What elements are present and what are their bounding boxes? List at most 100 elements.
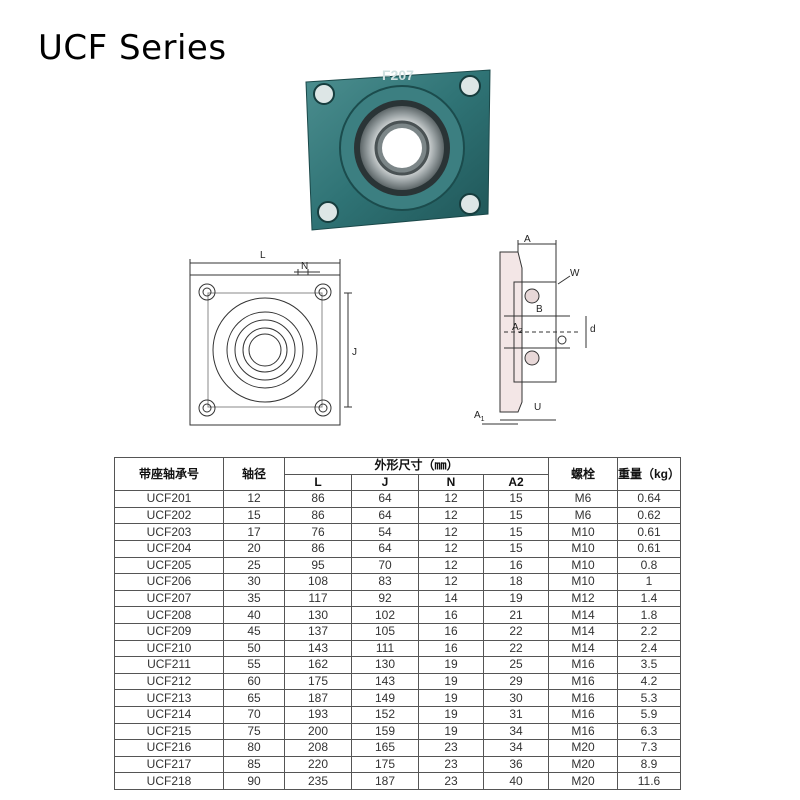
table-cell: UCF201 [114,490,224,508]
table-cell: 15 [483,490,549,508]
table-cell: 75 [223,722,285,741]
table-cell: UCF212 [114,672,224,691]
table-cell: 117 [284,589,352,608]
table-cell: 0.61 [617,523,681,541]
table-cell: M10 [548,573,618,591]
table-cell: 18 [483,573,549,591]
table-cell: 22 [483,622,549,641]
table-cell: 19 [483,589,549,608]
table-cell: M14 [548,622,618,641]
table-cell: M20 [548,772,618,790]
table-cell: 86 [284,490,352,508]
table-cell: M10 [548,523,618,541]
table-cell: 60 [223,672,285,691]
table-cell: 45 [223,622,285,641]
table-cell: 12 [223,490,285,508]
table-cell: 200 [284,722,352,741]
table-cell: 40 [223,606,285,624]
table-cell: 6.3 [617,722,681,741]
table-cell: UCF208 [114,606,224,624]
table-cell: 19 [418,656,484,674]
table-cell: 17 [223,523,285,541]
table-cell: 3.5 [617,656,681,674]
table-cell: UCF202 [114,506,224,525]
table-cell: 2.2 [617,622,681,641]
table-cell: 95 [284,556,352,575]
col-bolt: 螺栓 [548,456,618,492]
table-cell: 86 [284,506,352,525]
table-cell: 34 [483,722,549,741]
table-cell: 220 [284,755,352,774]
table-cell: 85 [223,755,285,774]
col-A2: A2 [483,473,549,492]
table-cell: 0.61 [617,539,681,558]
table-cell: 4.2 [617,672,681,691]
table-cell: 111 [351,639,419,658]
table-cell: 35 [223,589,285,608]
table-cell: 143 [351,672,419,691]
table-cell: UCF207 [114,589,224,608]
col-shaft-diameter: 轴径 [223,456,285,492]
table-cell: 159 [351,722,419,741]
table-cell: UCF216 [114,739,224,757]
table-cell: 175 [284,672,352,691]
table-cell: 1.8 [617,606,681,624]
spec-table: 带座轴承号 轴径 外形尺寸（㎜） 螺栓 重量（kg） L J N A2 UCF2… [114,456,681,790]
dim-label-W: W [570,268,580,279]
table-cell: 15 [223,506,285,525]
dim-label-A2: A2 [512,322,523,335]
table-cell: 23 [418,755,484,774]
table-cell: 187 [351,772,419,790]
table-cell: 64 [351,506,419,525]
table-cell: 1 [617,573,681,591]
dim-label-A: A [524,234,531,245]
table-cell: 19 [418,705,484,724]
table-cell: M20 [548,739,618,757]
table-cell: 208 [284,739,352,757]
table-cell: M6 [548,490,618,508]
table-cell: 80 [223,739,285,757]
dim-label-U: U [534,402,541,413]
table-cell: M12 [548,589,618,608]
table-cell: 5.9 [617,705,681,724]
table-cell: 21 [483,606,549,624]
table-cell: 54 [351,523,419,541]
table-cell: M16 [548,689,618,707]
table-cell: 70 [223,705,285,724]
table-cell: 12 [418,523,484,541]
table-cell: M16 [548,722,618,741]
table-cell: 2.4 [617,639,681,658]
table-cell: 8.9 [617,755,681,774]
table-cell: 29 [483,672,549,691]
table-cell: M16 [548,705,618,724]
table-cell: 36 [483,755,549,774]
housing-label: F207 [382,67,414,83]
page-title: UCF Series [38,28,227,68]
table-cell: 143 [284,639,352,658]
table-cell: M16 [548,656,618,674]
table-cell: 105 [351,622,419,641]
table-cell: UCF214 [114,705,224,724]
table-cell: 50 [223,639,285,658]
table-cell: 152 [351,705,419,724]
table-cell: 19 [418,722,484,741]
table-cell: 30 [223,573,285,591]
dim-label-N: N [301,261,308,272]
table-cell: 187 [284,689,352,707]
table-cell: 86 [284,539,352,558]
table-cell: 16 [418,622,484,641]
dim-label-L: L [260,250,266,261]
table-cell: UCF211 [114,656,224,674]
table-cell: 108 [284,573,352,591]
table-cell: M6 [548,506,618,525]
table-cell: 7.3 [617,739,681,757]
table-cell: UCF215 [114,722,224,741]
dim-label-d: d [590,324,596,335]
table-cell: 23 [418,772,484,790]
table-cell: 102 [351,606,419,624]
